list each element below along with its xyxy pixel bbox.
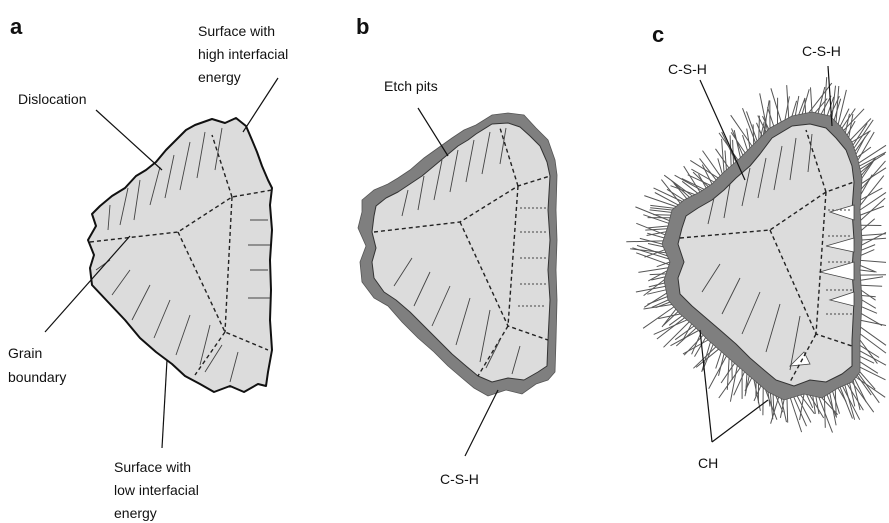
ch-needle [753, 124, 754, 144]
ch-needle [644, 280, 664, 296]
ch-needle [650, 274, 666, 275]
panel-c: c C-S-H C-S-H CH [626, 22, 886, 471]
ch-needle [862, 300, 876, 308]
ch-needle [861, 250, 874, 256]
ch-needle [861, 161, 885, 189]
ch-needle [859, 374, 880, 403]
ch-needle [855, 131, 869, 151]
ch-needle [856, 137, 865, 154]
ch-needle [638, 268, 668, 273]
ch-needle [645, 229, 667, 230]
leader-csh-c-left [700, 80, 745, 180]
grain-c [678, 124, 854, 386]
ch-needle [845, 114, 849, 133]
label-etch-pits: Etch pits [384, 78, 438, 94]
ch-needle [653, 215, 670, 216]
leader-surface-high [243, 78, 278, 132]
ch-needle [648, 226, 668, 228]
panel-b-letter: b [356, 14, 369, 39]
ch-needle [664, 312, 679, 326]
ch-needle [650, 210, 672, 213]
ch-needle [861, 327, 886, 345]
ch-needle [824, 77, 827, 115]
label-surface-high: Surface with high interfacial energy [198, 23, 292, 85]
ch-needle [805, 98, 806, 113]
ch-needle [811, 87, 813, 112]
ch-needle [861, 260, 886, 262]
panel-a-letter: a [10, 14, 23, 39]
ch-needle [743, 135, 748, 150]
ch-needle [718, 158, 722, 173]
ch-needle [862, 296, 876, 297]
ch-needle [654, 320, 687, 335]
grain-a-outline [88, 118, 272, 392]
label-grain-boundary: Grain boundary [8, 345, 66, 385]
ch-needle [860, 367, 886, 380]
leader-ch-2 [712, 400, 768, 442]
leader-dislocation [96, 110, 162, 170]
ch-needle [854, 120, 873, 148]
ch-needle [861, 245, 875, 251]
panel-b: b Etch pits C-S-H [356, 14, 557, 487]
ch-needle [813, 396, 816, 414]
ch-needle [690, 160, 718, 178]
ch-needle [746, 374, 747, 394]
label-csh-c-left: C-S-H [668, 61, 707, 77]
ch-needle [809, 83, 832, 113]
ch-needle [860, 334, 886, 353]
ch-needle [860, 176, 884, 206]
ch-needle [691, 169, 714, 182]
grain-b [372, 123, 550, 382]
ch-needle [771, 88, 781, 122]
ch-needle [692, 333, 701, 354]
ch-needle [861, 285, 882, 286]
ch-needle [838, 90, 846, 124]
ch-needle [662, 309, 676, 327]
ch-needle [807, 395, 813, 408]
label-surface-low: Surface with low interfacial energy [114, 459, 203, 521]
label-csh-c-right: C-S-H [802, 43, 841, 59]
ch-needle [725, 151, 726, 171]
ch-needle [832, 86, 836, 118]
ch-needle [649, 283, 665, 287]
ch-needle [787, 399, 788, 423]
ch-needle [722, 139, 724, 172]
ch-needle [716, 352, 722, 369]
label-csh-b: C-S-H [440, 471, 479, 487]
label-ch: CH [698, 455, 718, 471]
panel-a: a Surface with high interfacial energy D… [8, 14, 292, 521]
ch-needle [861, 277, 883, 280]
ch-needle [688, 175, 711, 185]
panel-c-letter: c [652, 22, 664, 47]
ch-needle [836, 86, 839, 122]
leader-surface-low [162, 360, 167, 448]
leader-csh-b [465, 390, 498, 456]
ch-needle [703, 151, 721, 176]
ch-needle [730, 366, 737, 402]
ch-needle [861, 219, 874, 231]
leader-etch-pits [418, 108, 448, 156]
ch-needle [719, 368, 740, 398]
ch-needle [626, 241, 663, 242]
label-dislocation: Dislocation [18, 91, 86, 107]
ch-needle [709, 356, 727, 389]
ch-needle [768, 107, 774, 126]
ch-needle [795, 96, 798, 115]
